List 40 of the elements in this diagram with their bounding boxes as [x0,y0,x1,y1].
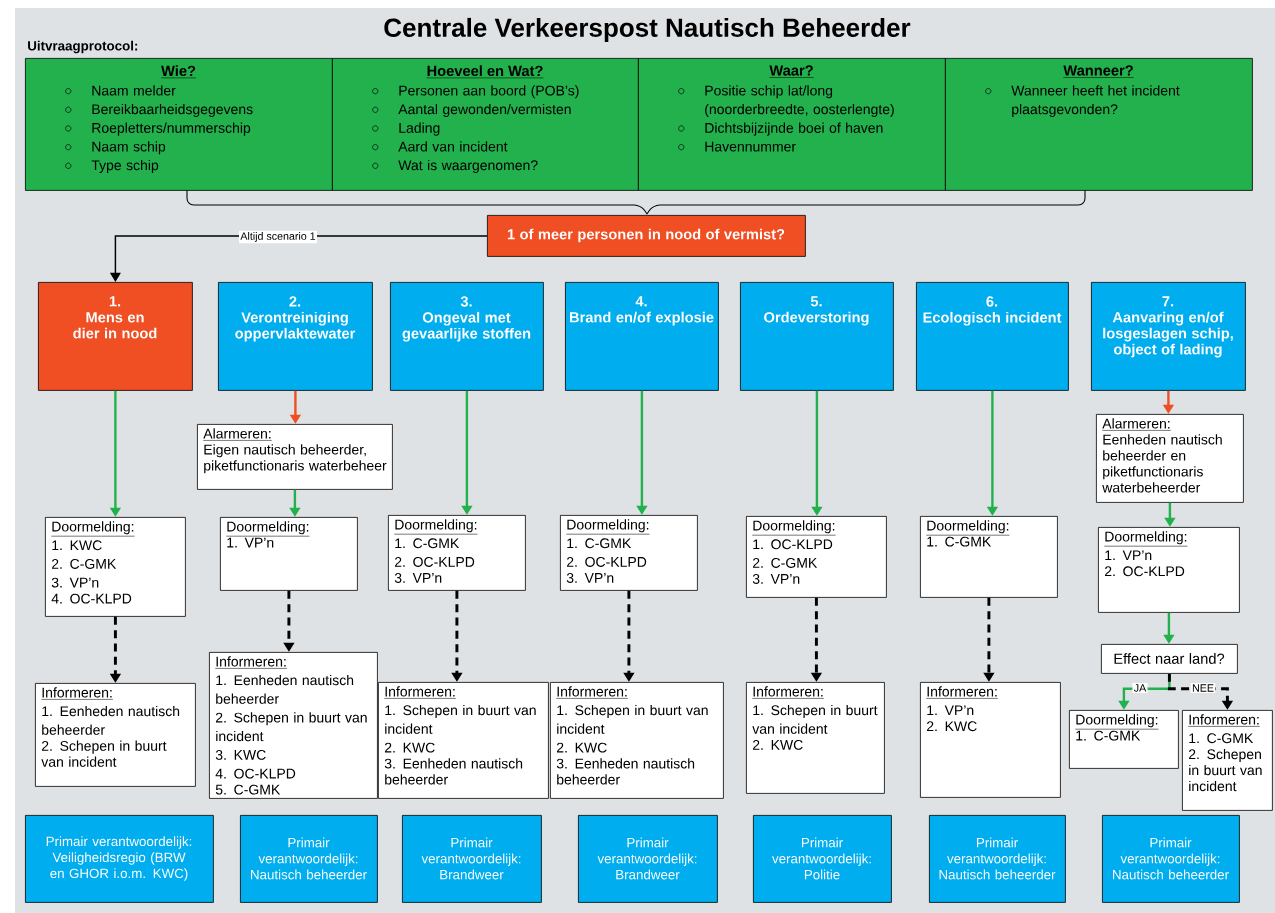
question-box: 1 of meer personen in nood of vermist? [487,215,806,257]
responsibility-box: Primair verantwoordelijk: Veiligheidsregio (BRW en GHOR i.o.m. KWC) [25,815,214,903]
question-box: Effect naar land? [1101,644,1238,674]
action-box: Doormelding: 1. VP’n 2. OC-KLPD [1098,527,1240,613]
action-box: Doormelding: 1. C-GMK 2. OC-KLPD 3. VP’n [388,515,526,591]
responsibility-box: Primair verantwoordelijk: Politie [753,815,892,903]
action-box: Alarmeren: Eenheden nautisch beheerder en piketfunctionaris waterbeheerder [1096,414,1244,503]
scenario-box: 5. Ordeverstoring [740,282,894,391]
scenario-box: 4. Brand en/of explosie [565,282,719,391]
title: Centrale Verkeerspost Nautisch Beheerder [384,17,911,43]
action-box: Alarmeren: Eigen nautisch beheerder, piketfunctionaris waterbeheer [197,424,393,490]
action-box: Informeren: 1. VP’n 2. KWC [920,682,1061,798]
question-column: Wanneer? Wanneer heeft het incident plaatsgevonden? [945,58,1253,191]
action-box: Doormelding: 1. C-GMK 2. OC-KLPD 3. VP’n [560,515,698,591]
action-box: Informeren: 1. Schepen in buurt van incident 2. KWC [746,682,885,794]
question-column: Wie? Naam melder Bereikbaarheidsgegevens Roepletters/nummerschip Naam schip Type schip [25,58,333,191]
edge-label: JA [1132,682,1148,694]
action-box: Doormelding: 1. VP’n [220,517,358,591]
scenario-box: 7. Aanvaring en/of losgeslagen schip, object of lading [1091,282,1246,391]
question-column: Hoeveel en Wat? Personen aan boord (POB’s) Aantal gewonden/vermisten Lading Aard van incident Wat is waargenomen? [332,58,639,191]
edge-label: NEE [1190,683,1216,693]
scenario-box: 6. Ecologisch incident [916,282,1069,391]
action-box: Informeren: 1. Eenheden nautisch beheerder 2. Schepen in buurt van incident [35,683,196,787]
action-box: Doormelding: 1. C-GMK [1069,710,1179,769]
scenario-box: 3. Ongeval met gevaarlijke stoffen [390,282,544,391]
scenario-box: 1. Mens en dier in nood [38,282,193,391]
responsibility-box: Primair verantwoordelijk: Nautisch beheerder [240,815,378,903]
action-box: Doormelding: 1. C-GMK [920,516,1058,598]
action-box: Doormelding: 1. OC-KLPD 2. C-GMK 3. VP’n [746,516,887,598]
responsibility-box: Primair verantwoordelijk: Brandweer [402,815,542,903]
responsibility-box: Primair verantwoordelijk: Nautisch beheerder [1102,815,1240,903]
responsibility-box: Primair verantwoordelijk: Nautisch beheerder [929,815,1066,903]
scenario-box: 2. Verontreiniging oppervlaktewater [218,282,373,391]
action-box: Informeren: 1. C-GMK 2. Schepen in buurt van incident [1182,710,1273,811]
action-box: Informeren: 1. Schepen in buurt van incident 2. KWC 3. Eenheden nautisch beheerder [378,682,549,799]
responsibility-box: Primair verantwoordelijk: Brandweer [578,815,718,903]
action-box: Doormelding: 1. KWC 2. C-GMK 3. VP’n 4. OC-KLPD [45,517,186,617]
action-box: Informeren: 1. Schepen in buurt van incident 2. KWC 3. Eenheden nautisch beheerder [550,682,724,799]
action-box: Informeren: 1. Eenheden nautisch beheerder 2. Schepen in buurt van incident 3. KWC 4. OC-KLPD 5. C-GMK [209,652,378,799]
question-column: Waar? Positie schip lat/long (noorderbreedte, oosterlengte) Dichtsbijzijnde boei of haven Havennummer [638,58,946,191]
